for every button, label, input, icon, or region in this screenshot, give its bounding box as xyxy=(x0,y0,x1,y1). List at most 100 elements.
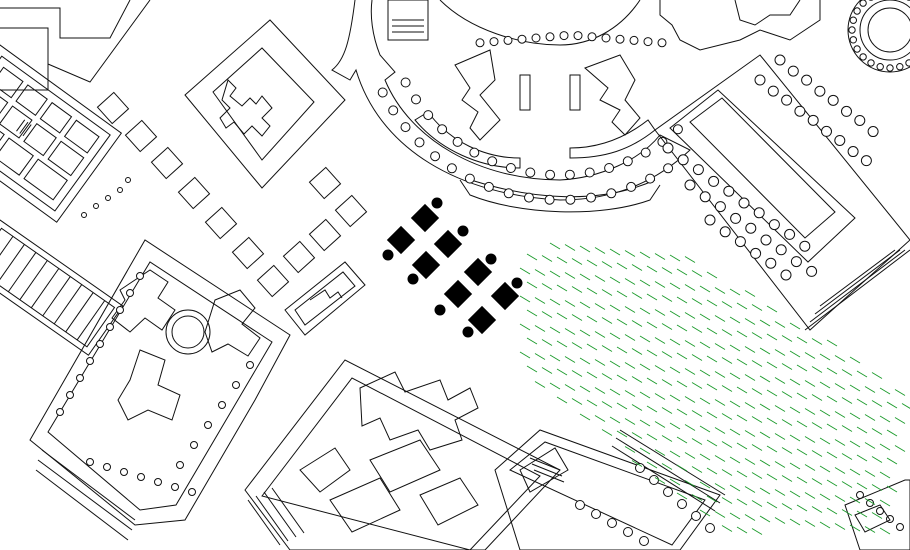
column-circle-icon xyxy=(66,391,74,399)
grass-dash xyxy=(729,372,741,380)
solid-pier-icon xyxy=(443,279,473,309)
grass-dash xyxy=(781,503,793,510)
grass-dash xyxy=(601,429,613,436)
column-circle-icon xyxy=(827,94,839,106)
column-circle-icon xyxy=(545,169,556,180)
column-circle-icon xyxy=(738,197,750,209)
grass-dash xyxy=(586,399,598,407)
grass-dash xyxy=(774,377,786,384)
grass-dash xyxy=(579,301,591,309)
grass-dash xyxy=(541,311,553,318)
grass-dash xyxy=(811,478,823,485)
column-circle-icon xyxy=(639,536,649,546)
grass-dash xyxy=(564,272,576,279)
grass-dash xyxy=(759,487,771,495)
grass-dash xyxy=(759,403,771,411)
grass-dash xyxy=(639,251,651,259)
grass-dash xyxy=(624,278,636,285)
grass-dash xyxy=(579,273,591,281)
grass-dash xyxy=(609,248,621,256)
column-circle-icon xyxy=(626,181,637,192)
grass-dash xyxy=(766,445,778,453)
grass-dash xyxy=(699,425,711,433)
grass-dash xyxy=(766,361,778,369)
grass-dash xyxy=(796,476,808,484)
grass-dash xyxy=(534,269,546,276)
building-left-insula xyxy=(0,44,123,223)
grass-dash xyxy=(631,376,643,383)
grass-dash xyxy=(721,301,733,308)
column-circle-icon xyxy=(601,33,611,43)
grass-dash xyxy=(714,371,726,378)
grass-dash xyxy=(804,520,816,527)
grass-dash xyxy=(609,360,621,368)
grass-dash xyxy=(886,485,898,493)
grass-dash xyxy=(624,418,636,425)
column-circle-icon xyxy=(841,105,852,117)
column-circle-icon xyxy=(640,147,651,158)
column-circle-icon xyxy=(545,32,555,42)
grass-dash xyxy=(594,387,606,394)
grass-dash xyxy=(751,472,763,479)
grass-dash xyxy=(789,490,801,498)
column-circle-icon xyxy=(188,488,196,496)
grass-dash xyxy=(564,384,576,391)
grass-dash xyxy=(729,512,741,520)
grass-dash xyxy=(556,340,568,348)
grass-dash xyxy=(624,250,636,257)
grass-dash xyxy=(609,388,621,396)
grass-dash xyxy=(781,419,793,426)
grass-dash xyxy=(684,340,696,347)
column-circle-icon xyxy=(503,35,513,45)
building-top-left xyxy=(0,0,151,91)
grass-dash xyxy=(684,424,696,431)
grass-dash xyxy=(549,242,561,250)
grass-dash xyxy=(586,371,598,379)
grass-dash xyxy=(864,414,876,421)
column-circle-icon xyxy=(411,94,421,105)
grass-dash xyxy=(849,496,861,504)
column-circle-icon xyxy=(745,222,757,234)
grass-dash xyxy=(841,509,853,516)
grass-dash xyxy=(706,467,718,475)
grass-dash xyxy=(721,385,733,392)
grass-dash xyxy=(556,256,568,264)
grass-dash xyxy=(721,469,733,476)
grass-dash xyxy=(706,383,718,391)
column-circle-icon xyxy=(464,173,475,184)
grass-dash xyxy=(624,306,636,313)
grass-dash xyxy=(819,353,831,361)
grass-dash xyxy=(774,517,786,524)
grass-dash xyxy=(834,523,846,530)
grass-dash xyxy=(639,447,651,455)
column-circle-icon xyxy=(154,478,162,486)
grass-dash xyxy=(714,511,726,518)
grass-dash xyxy=(526,253,538,261)
column-circle-icon xyxy=(854,114,866,126)
grass-dash xyxy=(841,425,853,432)
column-circle-icon xyxy=(848,26,856,34)
grass-dash xyxy=(639,279,651,287)
column-circle-icon xyxy=(564,169,575,180)
grass-dash xyxy=(789,406,801,414)
grass-dash xyxy=(766,501,778,509)
column-circle-icon xyxy=(423,110,434,121)
grass-dash xyxy=(781,363,793,370)
grass-dash xyxy=(751,360,763,367)
column-circle-icon xyxy=(377,87,388,98)
grass-dash xyxy=(594,331,606,338)
grass-dash xyxy=(699,285,711,293)
column-circle-icon xyxy=(93,203,99,209)
grass-dash xyxy=(669,338,681,346)
column-circle-icon xyxy=(430,151,441,162)
column-circle-icon xyxy=(714,201,726,213)
grass-dash xyxy=(579,245,591,253)
grass-dash xyxy=(684,480,696,487)
grass-dash xyxy=(736,358,748,366)
column-circle-icon xyxy=(524,192,534,203)
grass-dash xyxy=(774,489,786,496)
column-circle-icon xyxy=(790,256,802,268)
grass-dash xyxy=(594,247,606,254)
grass-dash xyxy=(676,324,688,332)
